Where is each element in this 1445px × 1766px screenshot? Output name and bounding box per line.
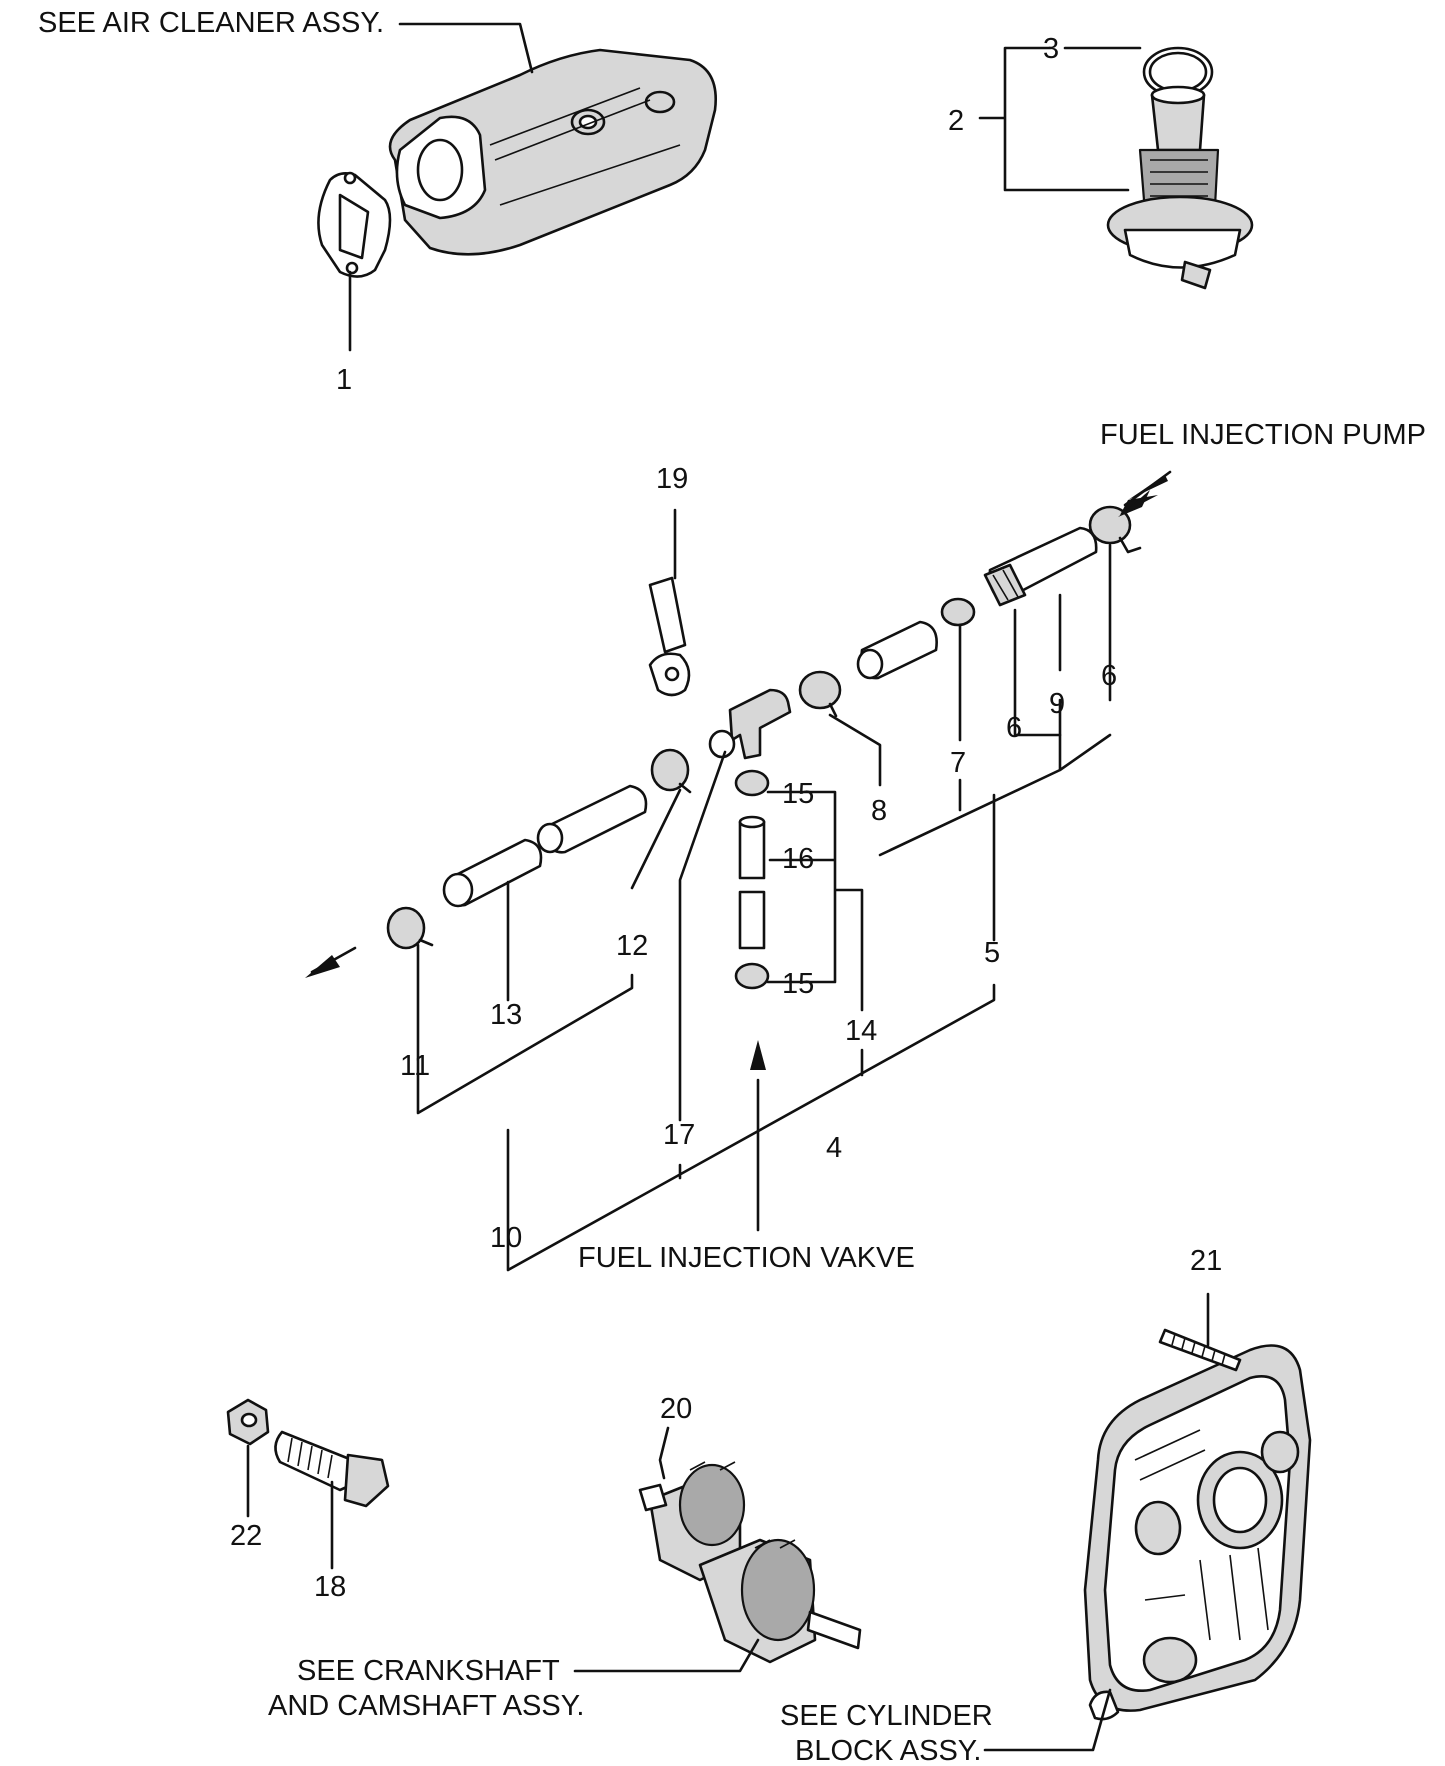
pump-arrow — [1120, 475, 1168, 515]
air-cleaner-leader — [398, 22, 534, 74]
callout-1: 1 — [336, 364, 352, 396]
callout-2: 2 — [948, 105, 964, 137]
cylinder-cover-drawing — [1083, 1328, 1312, 1721]
callout-6-left-leader — [1013, 608, 1062, 737]
note-crankshaft-line2: AND CAMSHAFT ASSY. — [268, 1690, 584, 1722]
note-cylinder-line2: BLOCK ASSY. — [795, 1735, 981, 1766]
callout-3: 3 — [1043, 33, 1059, 65]
callout-2-bracket — [978, 46, 1130, 192]
callout-8: 8 — [871, 795, 887, 827]
outlet-arrow — [305, 955, 340, 978]
callout-11: 11 — [400, 1050, 430, 1082]
callout-4-5-10-group — [506, 983, 996, 1272]
filter-drawing — [1106, 46, 1254, 290]
callout-6-right: 6 — [1101, 660, 1117, 692]
callout-10: 10 — [490, 1222, 522, 1254]
callout-5: 5 — [984, 937, 1000, 969]
callout-14-bracket — [766, 790, 864, 1012]
note-fuel-injection-valve: FUEL INJECTION VAKVE — [578, 1242, 915, 1274]
callout-19: 19 — [656, 463, 688, 495]
callout-7: 7 — [950, 747, 966, 779]
callout-14: 14 — [845, 1015, 877, 1047]
callout-20: 20 — [660, 1393, 692, 1425]
callout-12: 12 — [616, 930, 648, 962]
callout-15-top: 15 — [782, 778, 814, 810]
fuel-line-drawing — [386, 505, 1142, 990]
callout-4: 4 — [826, 1132, 842, 1164]
valve-arrow — [750, 1040, 766, 1070]
crankshaft-drawing — [638, 1461, 862, 1664]
callout-16: 16 — [782, 843, 814, 875]
note-crankshaft-line1: SEE CRANKSHAFT — [297, 1655, 560, 1687]
nut-bolt-drawing — [226, 1398, 390, 1508]
callout-17-leader — [678, 750, 727, 1122]
note-cylinder-line1: SEE CYLINDER — [780, 1700, 993, 1732]
callout-22: 22 — [230, 1520, 262, 1552]
callout-11-12-group — [416, 943, 634, 1115]
note-fuel-injection-pump: FUEL INJECTION PUMP — [1100, 419, 1426, 451]
callout-12-leader — [630, 788, 682, 890]
callout-8-leader — [828, 713, 882, 787]
callout-9: 9 — [1049, 688, 1065, 720]
callout-15-bottom: 15 — [782, 968, 814, 1000]
callout-18: 18 — [314, 1571, 346, 1603]
callout-6-left: 6 — [1006, 712, 1022, 744]
note-air-cleaner: SEE AIR CLEANER ASSY. — [38, 7, 384, 39]
callout-21: 21 — [1190, 1245, 1222, 1277]
intake-manifold-drawing — [317, 48, 717, 278]
callout-17: 17 — [663, 1119, 695, 1151]
cylinder-leader — [983, 1688, 1112, 1752]
callout-13: 13 — [490, 999, 522, 1031]
callout-5-group — [878, 733, 1112, 942]
crankshaft-leader — [573, 1638, 760, 1673]
callout-20-leader — [658, 1426, 670, 1480]
